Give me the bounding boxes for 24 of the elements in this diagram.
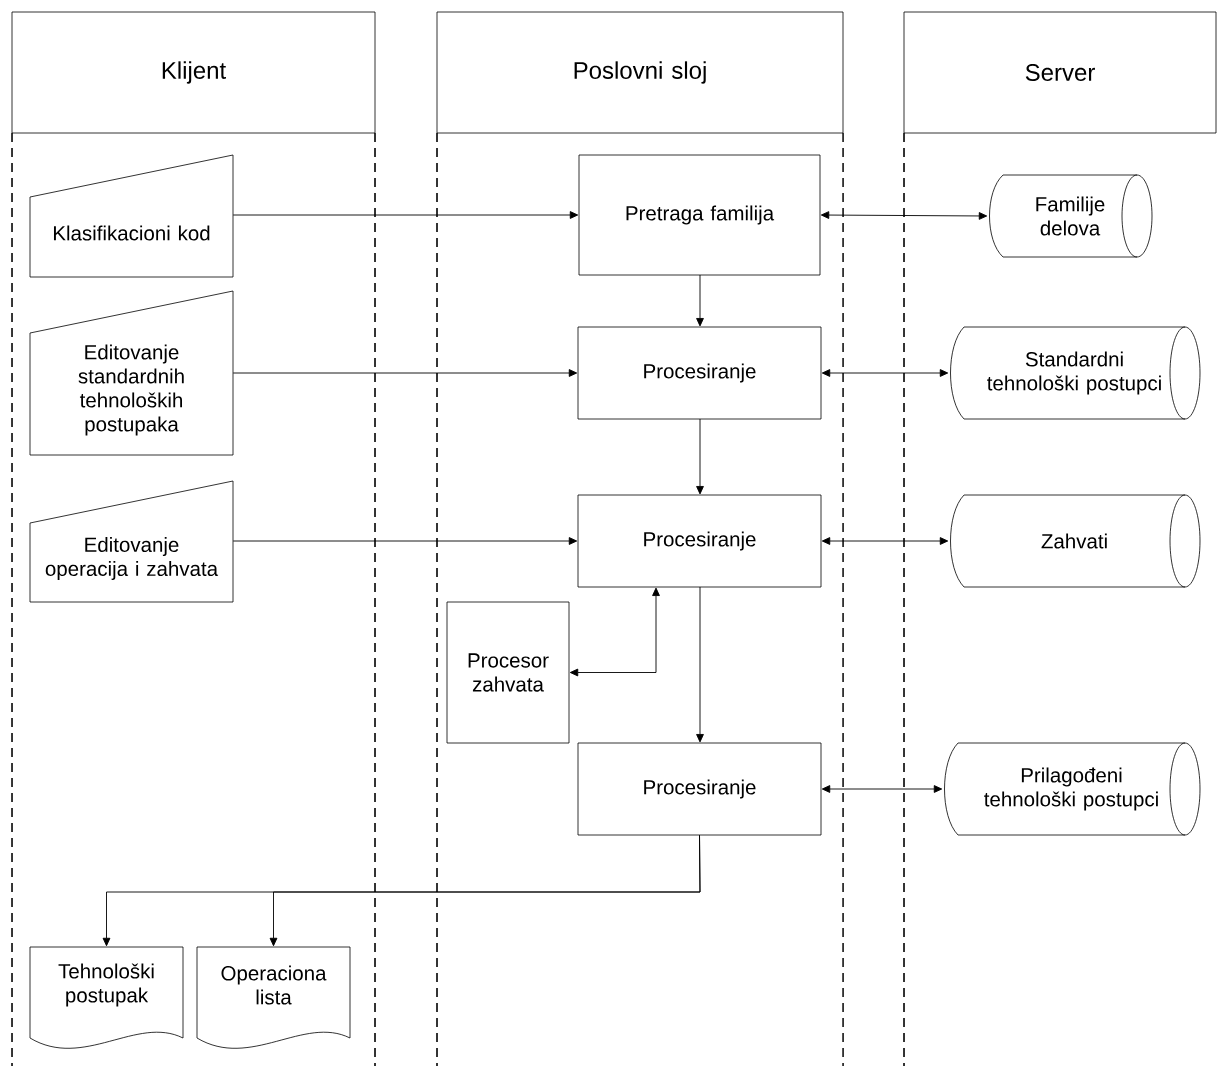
process-box: Pretraga familija [578, 154, 821, 276]
data-storage-shape: Prilagođeni tehnološki postupci [944, 742, 1201, 836]
arrow [569, 587, 660, 677]
arrow [696, 586, 704, 743]
arrow [821, 537, 949, 545]
arrow [821, 369, 949, 377]
arrow [232, 211, 579, 219]
process-box: Procesiranje [577, 742, 822, 836]
process-box: Procesiranje [577, 494, 822, 588]
data-storage-shape: Familije delova [989, 174, 1153, 258]
lane-header: Server [903, 11, 1217, 134]
process-box: Procesiranje [577, 326, 822, 420]
arrow [232, 369, 578, 377]
data-storage-shape: Zahvati [950, 494, 1201, 588]
arrow [269, 834, 701, 947]
lane-header: Klijent [11, 11, 376, 134]
arrow [821, 785, 943, 793]
process-box: Procesor zahvata [446, 601, 570, 744]
arrow [232, 537, 578, 545]
arrow [820, 211, 988, 220]
arrow [696, 274, 704, 327]
arrow [696, 418, 704, 495]
data-storage-shape: Standardni tehnološki postupci [950, 326, 1201, 420]
lane-header: Poslovni sloj [436, 11, 844, 134]
